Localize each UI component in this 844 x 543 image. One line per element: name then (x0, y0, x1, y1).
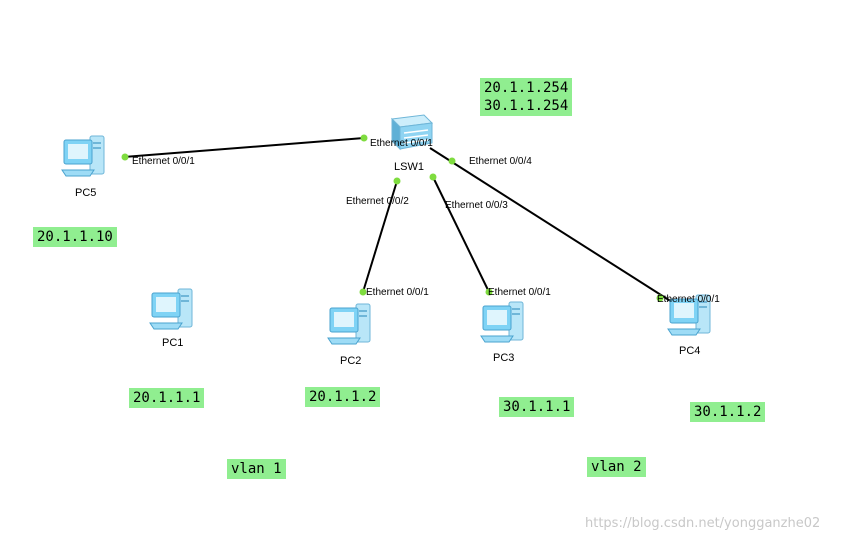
port-label-pc5-e1: Ethernet 0/0/1 (132, 156, 195, 167)
note-pc3-ip[interactable]: 30.1.1.1 (499, 397, 575, 417)
device-name-pc3: PC3 (493, 352, 515, 364)
port-dot-lsw1-e3 (429, 173, 437, 181)
note-vlan2[interactable]: vlan 2 (587, 457, 646, 477)
pc-pc4[interactable] (666, 293, 716, 343)
pc-icon (480, 301, 524, 343)
link-lsw1-pc3[interactable] (432, 176, 490, 293)
note-gateway-ips[interactable]: 20.1.1.254 30.1.1.254 (480, 78, 573, 116)
port-dot-pc5-e1 (121, 153, 129, 161)
port-label-lsw1-e4: Ethernet 0/0/4 (469, 156, 532, 167)
pc-icon (61, 135, 105, 177)
pc-icon (149, 288, 193, 330)
device-name-lsw1: LSW1 (394, 161, 424, 173)
pc-pc1[interactable] (148, 287, 198, 337)
link-lsw1-pc4[interactable] (429, 147, 673, 303)
note-vlan1[interactable]: vlan 1 (227, 459, 286, 479)
device-name-pc5: PC5 (75, 187, 97, 199)
pc-pc3[interactable] (479, 300, 529, 350)
device-name-pc2: PC2 (340, 355, 362, 367)
link-lsw1-pc5[interactable] (123, 137, 365, 158)
port-dot-pc3-e1 (485, 288, 493, 296)
note-pc5-ip[interactable]: 20.1.1.10 (33, 227, 117, 247)
port-label-lsw1-e3: Ethernet 0/0/3 (445, 200, 508, 211)
pc-pc2[interactable] (326, 302, 376, 352)
port-label-pc3-e1: Ethernet 0/0/1 (488, 287, 551, 298)
port-dot-lsw1-e2 (393, 177, 401, 185)
port-label-pc4-e1: Ethernet 0/0/1 (657, 294, 720, 305)
port-dot-lsw1-e1 (360, 134, 368, 142)
pc-icon (327, 303, 371, 345)
device-name-pc4: PC4 (679, 345, 701, 357)
switch-icon (390, 114, 434, 151)
device-name-pc1: PC1 (162, 337, 184, 349)
port-label-lsw1-e2: Ethernet 0/0/2 (346, 196, 409, 207)
pc-pc5[interactable] (60, 134, 110, 184)
switch-lsw1[interactable] (388, 111, 434, 157)
note-pc2-ip[interactable]: 20.1.1.2 (305, 387, 381, 407)
note-pc1-ip[interactable]: 20.1.1.1 (129, 388, 205, 408)
note-pc4-ip[interactable]: 30.1.1.2 (690, 402, 766, 422)
port-label-lsw1-e1: Ethernet 0/0/1 (370, 138, 433, 149)
port-label-pc2-e1: Ethernet 0/0/1 (366, 287, 429, 298)
pc-icon (667, 294, 711, 336)
port-dot-pc2-e1 (359, 288, 367, 296)
port-dot-lsw1-e4 (448, 157, 456, 165)
port-dot-pc4-e1 (656, 294, 664, 302)
link-lsw1-pc2[interactable] (362, 180, 398, 293)
watermark: https://blog.csdn.net/yongganzhe02 (585, 516, 821, 531)
